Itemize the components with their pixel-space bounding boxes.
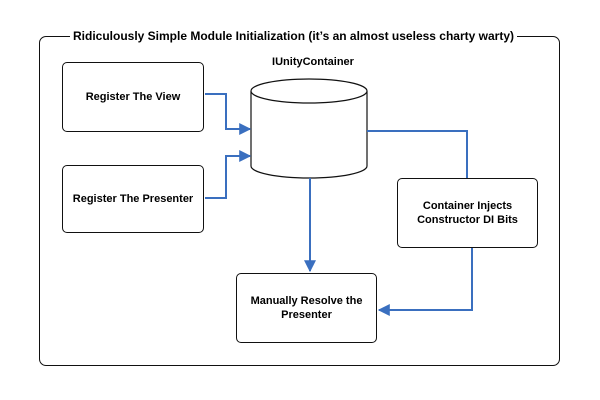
diagram-title: Ridiculously Simple Module Initializatio… [70, 27, 517, 45]
register-presenter-node: Register The Presenter [62, 165, 204, 233]
register-view-node: Register The View [62, 62, 204, 132]
connector-container-to-injects [367, 130, 468, 178]
container-injects-node: Container Injects Constructor DI Bits [397, 178, 538, 248]
container-injects-label: Container Injects Constructor DI Bits [417, 200, 518, 226]
manual-resolve-label: Manually Resolve the Presenter [250, 295, 363, 321]
register-view-label: Register The View [85, 91, 181, 103]
unity-container-label: IUnityContainer [272, 56, 354, 68]
connector-presenter-to-container [205, 150, 252, 199]
unity-container-cylinder [250, 78, 368, 179]
connector-injects-to-resolve [377, 248, 473, 316]
connector-view-to-container [205, 93, 252, 135]
register-presenter-label: Register The Presenter [72, 193, 194, 205]
manual-resolve-node: Manually Resolve the Presenter [236, 273, 377, 343]
